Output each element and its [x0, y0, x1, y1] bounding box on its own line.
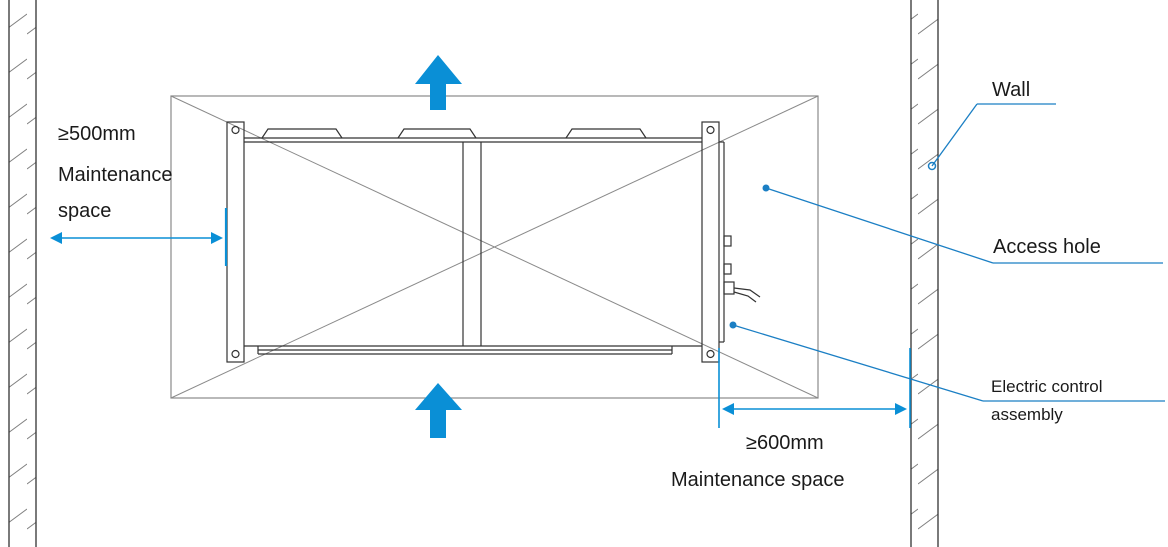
electric-control-label-line2: assembly	[991, 405, 1063, 424]
access-hole-leader	[762, 184, 1163, 264]
airflow-arrow-bottom	[415, 383, 462, 438]
access-hole-label: Access hole	[993, 236, 1101, 258]
left-distance-label: ≥500mm	[58, 123, 136, 145]
arrow-up-icon	[415, 383, 462, 438]
right-wall	[910, 0, 939, 547]
handle	[565, 128, 647, 139]
right-maintenance-label: Maintenance space	[671, 469, 844, 491]
electric-control-leader	[729, 321, 1165, 402]
handle	[397, 128, 477, 139]
left-maintenance-label-line1: Maintenance	[58, 164, 173, 186]
access-hole-outline	[170, 95, 819, 399]
wall-leader	[927, 103, 1056, 171]
electric-control-label-line1: Electric control	[991, 377, 1102, 396]
unit-body	[226, 121, 761, 363]
wall-label: Wall	[992, 79, 1030, 101]
arrow-up-icon	[415, 55, 462, 110]
right-dimension-arrow	[718, 348, 911, 428]
left-dimension-arrow	[50, 232, 223, 244]
left-wall	[8, 0, 37, 547]
right-distance-label: ≥600mm	[746, 432, 824, 454]
handle	[261, 128, 343, 139]
airflow-arrow-top	[415, 55, 462, 110]
left-maintenance-label-line2: space	[58, 200, 111, 222]
